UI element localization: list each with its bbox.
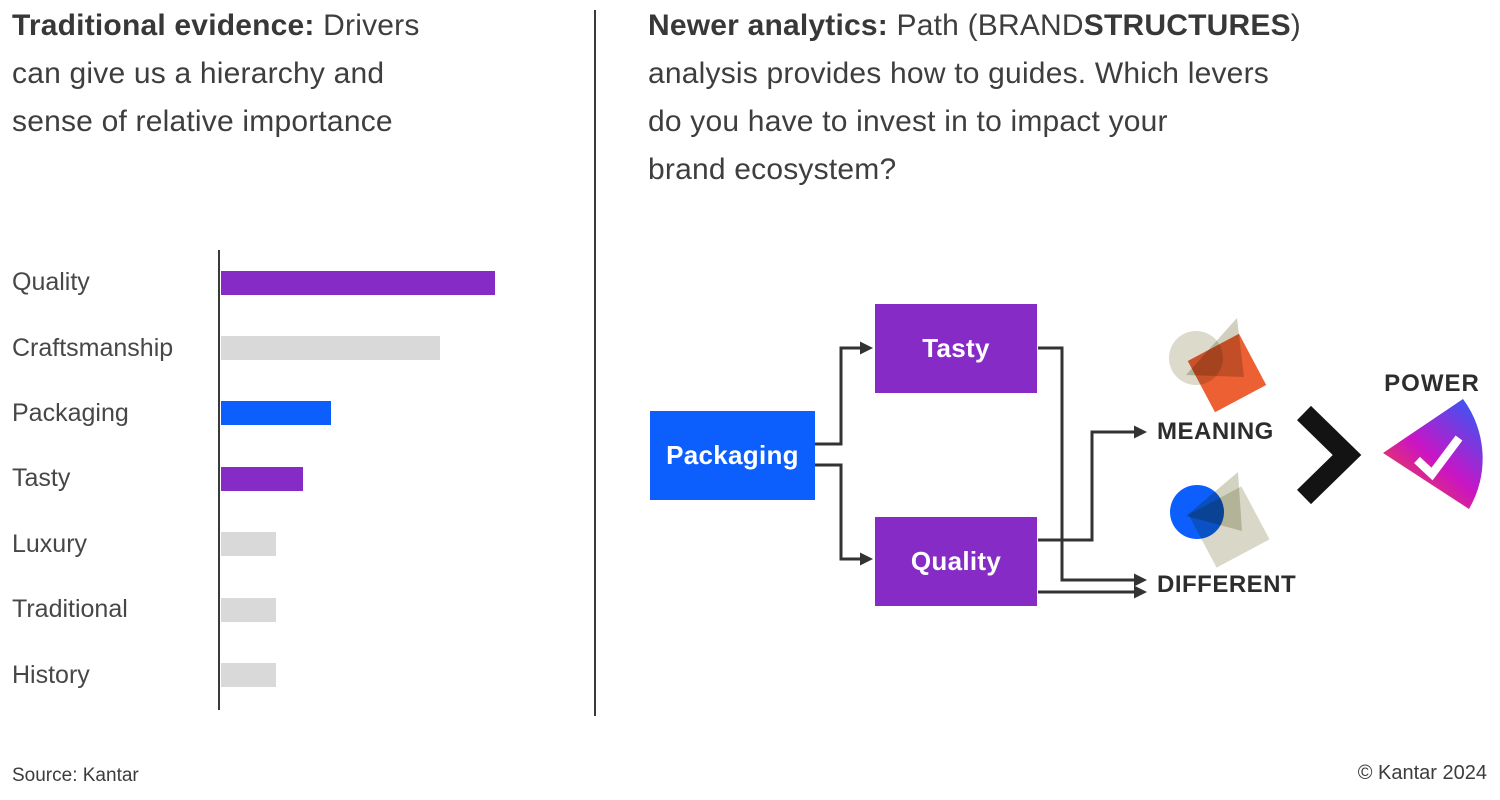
bar-label: Luxury bbox=[12, 529, 88, 558]
bar bbox=[221, 532, 276, 557]
bar-row: Tasty bbox=[0, 446, 594, 511]
power-label: POWER bbox=[1384, 370, 1480, 397]
node-quality: Quality bbox=[875, 517, 1037, 606]
edge-packaging-quality bbox=[815, 463, 861, 561]
bar-row: Luxury bbox=[0, 512, 594, 577]
left-title: Traditional evidence: Drivers can give us… bbox=[12, 2, 582, 146]
different-icon bbox=[1170, 472, 1270, 568]
title-line: brand ecosystem? bbox=[648, 153, 897, 186]
edge-packaging-tasty bbox=[815, 346, 861, 446]
bar-label: Traditional bbox=[12, 595, 128, 624]
arrowhead-into-quality bbox=[860, 552, 873, 566]
bar bbox=[221, 270, 495, 295]
bar bbox=[221, 401, 331, 426]
edge-quality-meaning bbox=[1038, 430, 1134, 542]
different-label: DIFFERENT bbox=[1157, 571, 1297, 598]
bar-row: Craftsmanship bbox=[0, 315, 594, 380]
node-packaging: Packaging bbox=[650, 411, 815, 500]
footer-copyright: © Kantar 2024 bbox=[1357, 762, 1487, 784]
bar bbox=[221, 466, 304, 491]
title-line: Traditional evidence: Drivers bbox=[12, 9, 420, 42]
title-line: analysis provides how to guides. Which l… bbox=[648, 57, 1269, 90]
vertical-divider bbox=[594, 10, 596, 716]
bar-row: History bbox=[0, 642, 594, 707]
title-line: can give us a hierarchy and bbox=[12, 57, 385, 90]
arrowhead-into-tasty bbox=[860, 341, 873, 355]
arrowhead-into-different-lower bbox=[1134, 585, 1147, 599]
chart-y-axis-line bbox=[218, 250, 220, 710]
meaning-label: MEANING bbox=[1157, 418, 1274, 445]
edge-tasty-different bbox=[1038, 346, 1134, 582]
bar bbox=[221, 597, 276, 622]
bar-label: Craftsmanship bbox=[12, 333, 174, 362]
title-line: Newer analytics: Path (BRANDSTRUCTURES) bbox=[648, 9, 1301, 42]
bar-row: Packaging bbox=[0, 381, 594, 446]
title-line: do you have to invest in to impact your bbox=[648, 105, 1168, 138]
arrowhead-into-meaning bbox=[1134, 425, 1147, 439]
bar-row: Traditional bbox=[0, 577, 594, 642]
bar-label: Quality bbox=[12, 268, 90, 297]
bar-row: Quality bbox=[0, 250, 594, 315]
meaningful-icon bbox=[1169, 318, 1267, 413]
power-check-icon bbox=[1383, 399, 1483, 509]
node-tasty: Tasty bbox=[875, 304, 1037, 393]
bar-label: Tasty bbox=[12, 464, 71, 493]
bar-label: Packaging bbox=[12, 398, 129, 427]
right-title: Newer analytics: Path (BRANDSTRUCTURES) a… bbox=[648, 2, 1498, 194]
bar bbox=[221, 336, 441, 361]
bar-label: History bbox=[12, 660, 90, 689]
arrowhead-into-different-upper bbox=[1134, 573, 1147, 587]
title-line: sense of relative importance bbox=[12, 105, 393, 138]
footer-source: Source: Kantar bbox=[12, 765, 139, 786]
chevron-right-icon bbox=[1297, 405, 1362, 505]
bar bbox=[221, 663, 276, 688]
